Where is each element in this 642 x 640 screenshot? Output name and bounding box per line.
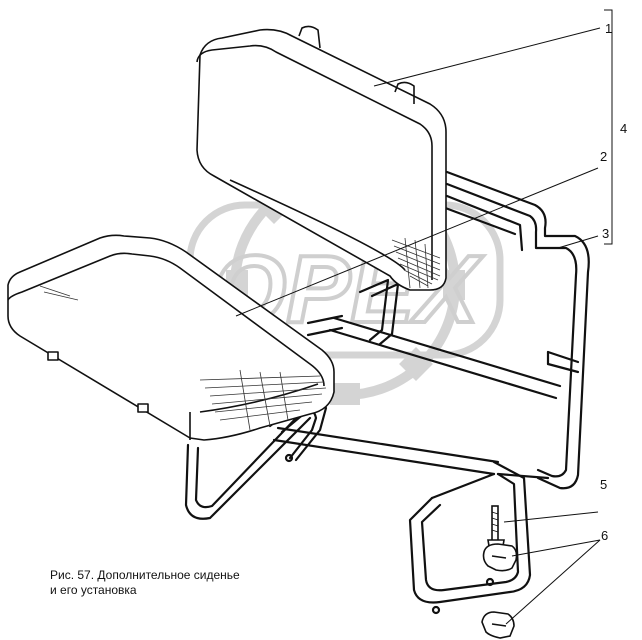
figure-caption: Рис. 57. Дополнительное сиденье и его ус…: [50, 568, 240, 598]
callout-6: 6: [601, 528, 608, 543]
seat-cushion: [7, 234, 335, 441]
tubular-frame: [184, 170, 590, 615]
callout-5: 5: [600, 477, 607, 492]
callout-1: 1: [605, 21, 612, 36]
callout-2: 2: [600, 149, 607, 164]
callout-3: 3: [602, 226, 609, 241]
backrest-cushion: [196, 25, 447, 291]
callout-4: 4: [620, 121, 627, 136]
leader-lines: [235, 9, 613, 625]
caption-line-2: и его установка: [50, 583, 137, 597]
caption-line-1: Рис. 57. Дополнительное сиденье: [50, 568, 240, 582]
clamp-nut: [481, 543, 518, 639]
